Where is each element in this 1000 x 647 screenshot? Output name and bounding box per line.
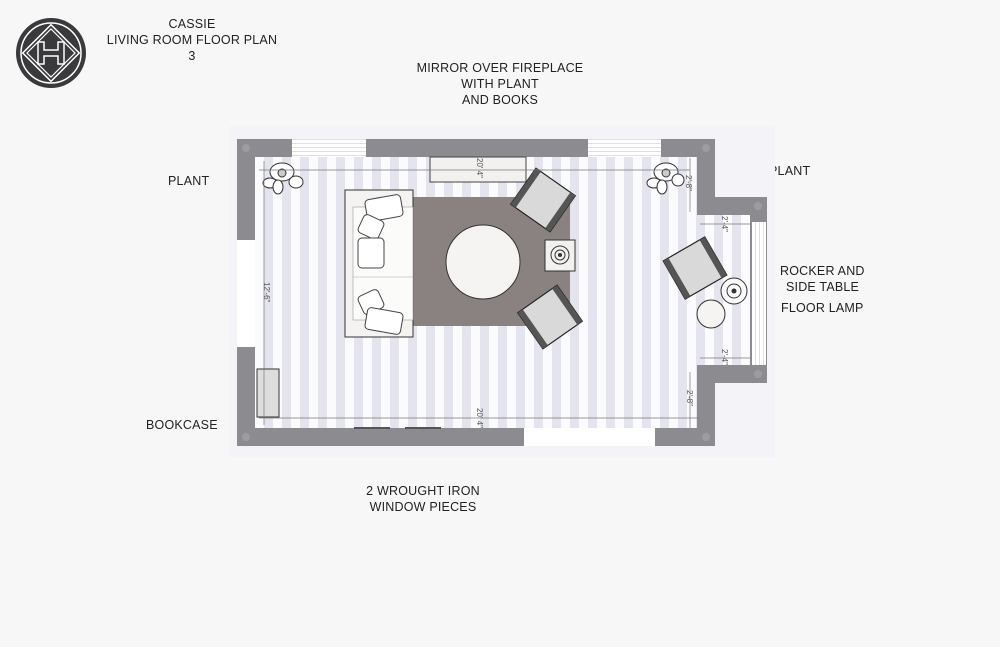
dim-bay-bottom-depth: 2'-8"	[685, 390, 694, 406]
plan-number: 3	[188, 49, 196, 63]
wrought-iron-piece	[405, 427, 441, 429]
window-top-right	[588, 139, 661, 157]
window-top-left	[292, 139, 366, 157]
plant-icon	[262, 162, 304, 195]
rocker-chair	[662, 236, 728, 300]
windows-label-line: WINDOW PIECES	[369, 500, 477, 514]
floor-lamp-label: FLOOR LAMP	[781, 301, 864, 315]
side-table	[544, 239, 576, 272]
fireplace-label: MIRROR OVER FIREPLACE WITH PLANT AND BOO…	[400, 60, 600, 108]
rocker-label-line: ROCKER AND	[780, 264, 865, 278]
plant-right-label: PLANT	[769, 164, 811, 178]
fireplace-label-line: AND BOOKS	[461, 93, 539, 107]
dim-length-top: 20' 4"	[475, 158, 484, 178]
plan-title: CASSIE LIVING ROOM FLOOR PLAN 3	[102, 16, 282, 64]
dim-bay-bottom-offset: 2'-4"	[720, 349, 729, 365]
plan-name: LIVING ROOM FLOOR PLAN	[106, 33, 278, 47]
armchair	[509, 167, 577, 233]
windows-label: 2 WROUGHT IRON WINDOW PIECES	[333, 483, 513, 515]
windows-label-line: 2 WROUGHT IRON	[366, 484, 480, 498]
coffee-table	[445, 224, 521, 300]
plant-left-label: PLANT	[168, 174, 210, 188]
bookcase-label: BOOKCASE	[146, 418, 218, 432]
dim-bay-top-depth: 2'-8"	[684, 175, 693, 191]
dimension-lines	[259, 158, 750, 428]
fireplace-label-line: MIRROR OVER FIREPLACE	[416, 61, 584, 75]
dim-width-left: 12'-6"	[262, 282, 271, 303]
floor-lamp	[720, 277, 748, 305]
rocker-side-table	[696, 299, 726, 329]
doorway-left	[237, 240, 255, 347]
sofa	[344, 189, 414, 338]
bookcase	[256, 368, 280, 418]
fireplace-label-line: WITH PLANT	[461, 77, 539, 91]
plant-icon	[646, 162, 685, 195]
fireplace	[429, 156, 527, 183]
armchair	[516, 284, 584, 350]
dim-length-bottom: 20' 4"	[475, 408, 484, 428]
wrought-iron-piece	[354, 427, 390, 429]
rocker-label: ROCKER AND SIDE TABLE	[780, 263, 865, 295]
rocker-label-line: SIDE TABLE	[786, 280, 860, 294]
dim-bay-top-offset: 2'-4"	[720, 216, 729, 232]
client-name: CASSIE	[168, 17, 216, 31]
window-bay	[752, 222, 766, 365]
doorway-bottom	[524, 428, 655, 446]
